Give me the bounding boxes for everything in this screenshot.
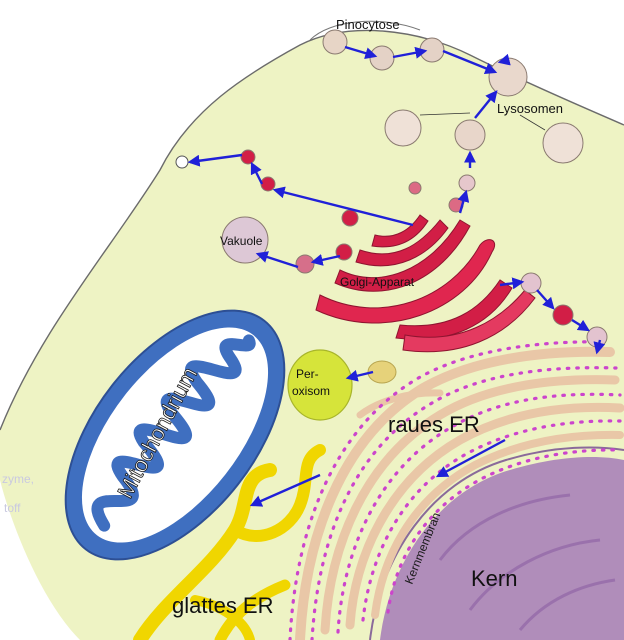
label-lysosomen: Lysosomen	[497, 101, 563, 116]
label-peroxisom-2: oxisom	[292, 384, 330, 398]
nucleus-texture	[438, 493, 616, 631]
label-glattes-er: glattes ER	[172, 593, 274, 618]
label-pinocytose: Pinocytose	[336, 17, 400, 32]
rough-er	[295, 346, 624, 640]
mitochondrium	[64, 309, 286, 561]
leader-lines	[419, 112, 546, 131]
peroxisome	[287, 349, 353, 421]
smooth-er	[133, 444, 326, 640]
label-kern: Kern	[471, 566, 517, 591]
ribosomes	[288, 340, 622, 640]
label-vakuole: Vakuole	[220, 234, 263, 248]
label-raues-er: raues ER	[388, 412, 480, 437]
label-faded-left-2: toff	[4, 501, 21, 515]
cell-membrane-outer	[309, 20, 421, 41]
label-golgi: Golgi-Apparat	[340, 275, 415, 289]
label-peroxisom-1: Per-	[296, 367, 319, 381]
transport-arrows	[187, 45, 606, 507]
label-faded-left-1: zyme,	[2, 472, 34, 486]
